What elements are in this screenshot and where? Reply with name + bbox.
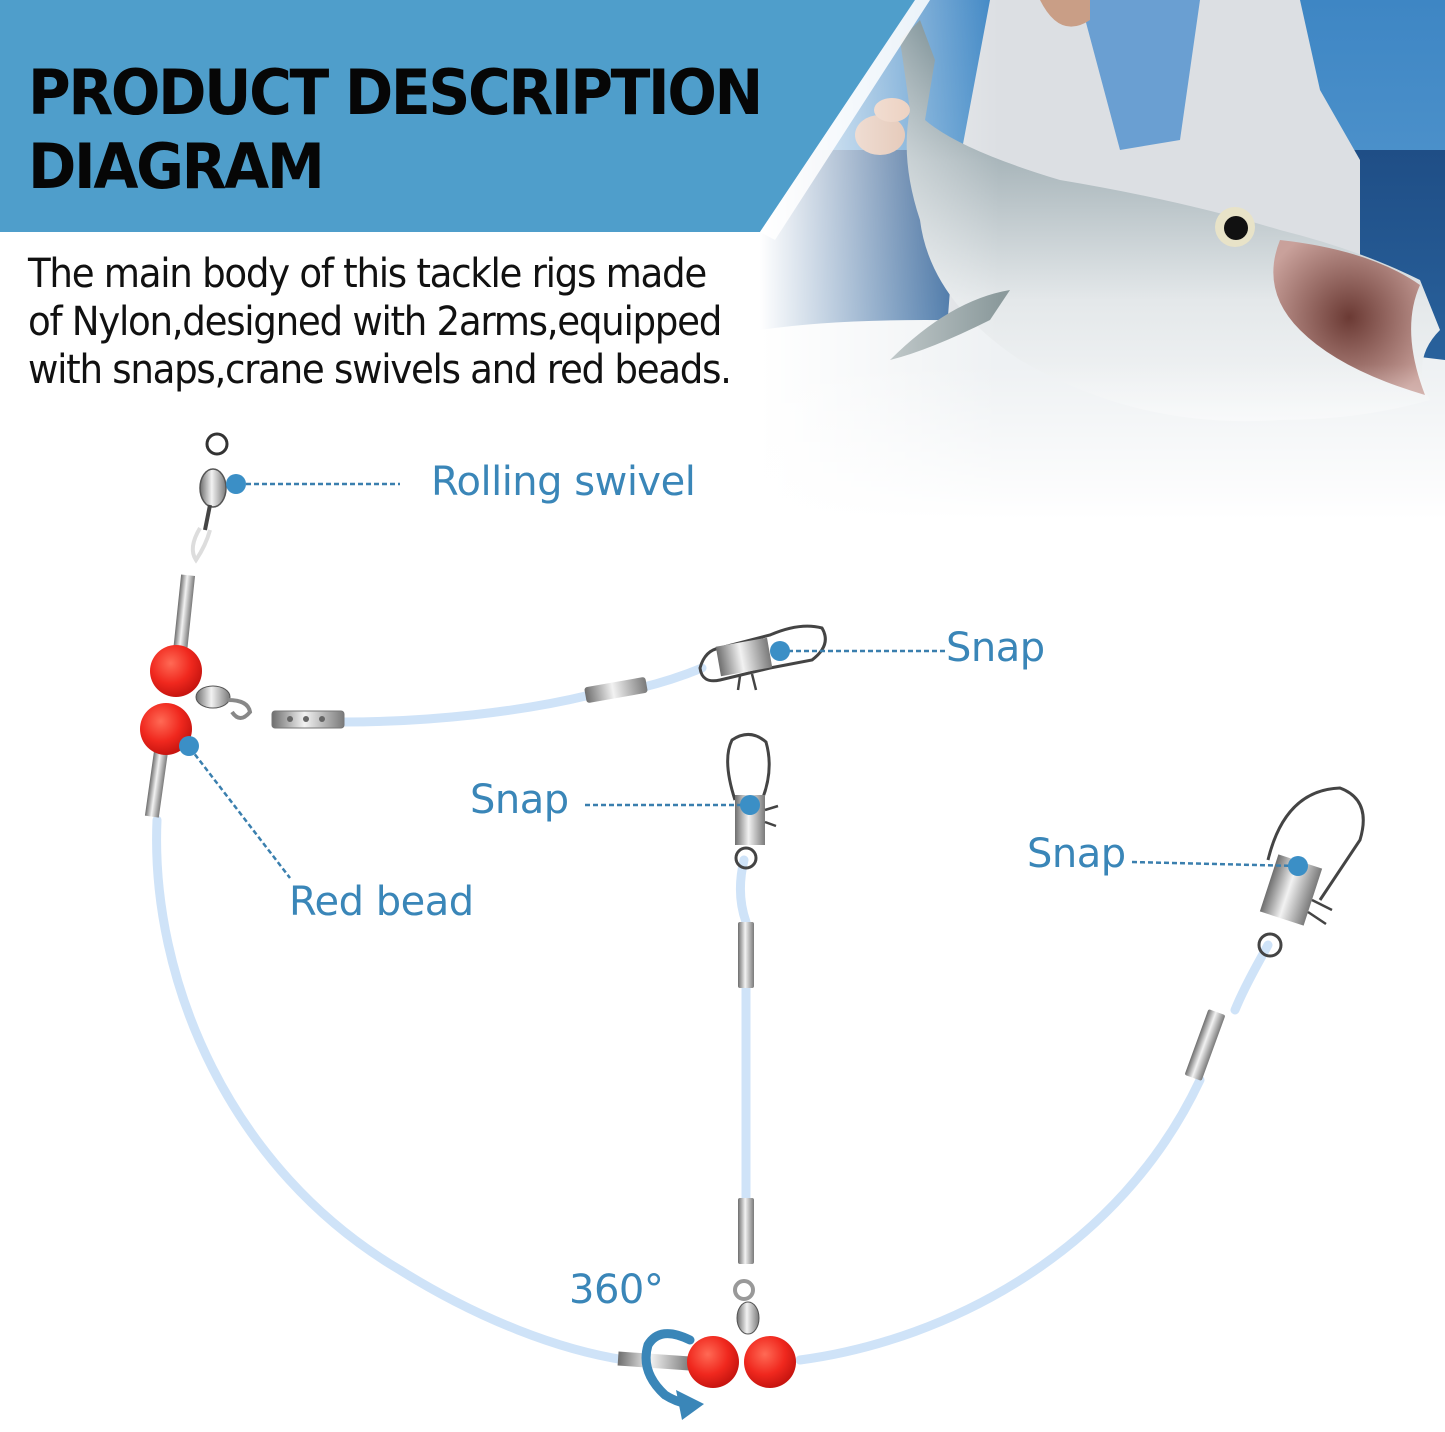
rotate-arrow-icon [641,1329,704,1420]
nylon-line [152,663,1273,1365]
product-description: The main body of this tackle rigs made o… [28,250,791,394]
title-banner [0,0,930,240]
description-line-2: of Nylon,designed with 2arms,equipped [28,299,722,345]
rolling-swivel [172,432,229,654]
callout-leaders [189,482,1299,879]
callout-dot-snap-middle [740,795,760,815]
label-snap-top: Snap [946,625,1045,671]
label-snap-right: Snap [1027,831,1126,877]
callout-dot-snap-right [1288,856,1308,876]
page-title: PRODUCT DESCRIPTION DIAGRAM [28,56,763,204]
description-line-3: with snaps,crane swivels and red beads. [28,347,732,393]
label-red-bead: Red bead [289,879,474,925]
label-rolling-swivel: Rolling swivel [431,459,696,505]
callout-dots [179,474,1308,876]
label-snap-middle: Snap [470,777,569,823]
snap-top [584,624,827,703]
red-bead-cluster-top [140,645,345,818]
description-line-1: The main body of this tackle rigs made [28,251,707,297]
snap-right [1185,786,1365,1081]
callout-dot-snap-top [770,641,790,661]
red-bead-cluster-bottom [617,1336,796,1388]
title-line-2: DIAGRAM [28,130,325,203]
callout-dot-red-bead [179,736,199,756]
label-rotation-360: 360° [569,1267,664,1313]
snap-middle [726,733,779,1335]
title-line-1: PRODUCT DESCRIPTION [28,56,763,129]
callout-dot-rolling-swivel [226,474,246,494]
fishing-photo [760,0,1445,520]
